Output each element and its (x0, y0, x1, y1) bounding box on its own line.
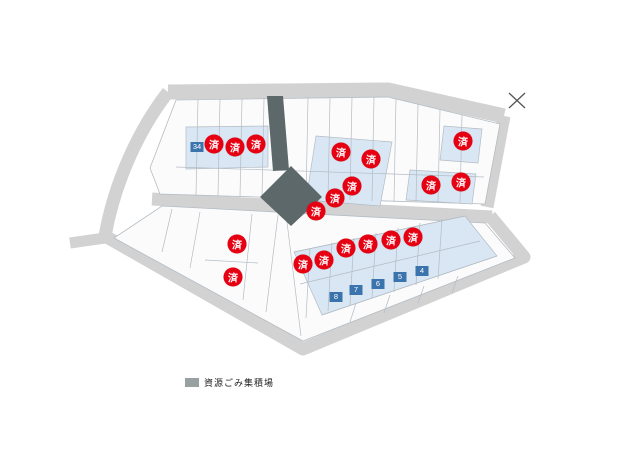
sold-marker: 済 (451, 172, 471, 192)
sold-marker: 済 (361, 149, 381, 169)
sold-marker: 済 (336, 238, 356, 258)
lot-number-badge: 8 (329, 292, 343, 302)
lot-number-badge: 5 (393, 272, 407, 282)
sold-marker: 済 (223, 267, 243, 287)
sold-marker: 済 (421, 175, 441, 195)
sold-marker: 済 (325, 188, 345, 208)
sold-marker: 済 (227, 234, 247, 254)
sold-marker: 済 (381, 230, 401, 250)
legend-swatch (185, 378, 199, 387)
sold-marker: 済 (342, 176, 362, 196)
sold-marker: 済 (331, 142, 351, 162)
sold-marker: 済 (358, 234, 378, 254)
sold-marker: 済 (225, 137, 245, 157)
north-mark-icon (508, 92, 526, 109)
lot-number-badge: 4 (415, 266, 429, 276)
lot-number-badge: 7 (349, 285, 363, 295)
lot-number-badge: 34 (190, 142, 204, 152)
legend-label: 資源ごみ集積場 (204, 378, 275, 388)
sold-marker: 済 (246, 134, 266, 154)
legend: 資源ごみ集積場 (185, 376, 274, 389)
sold-marker: 済 (403, 227, 423, 247)
sold-marker: 済 (306, 201, 326, 221)
sold-marker: 済 (293, 254, 313, 274)
lot-number-badge: 6 (371, 279, 385, 289)
sold-marker: 済 (453, 131, 473, 151)
sold-marker: 済 (314, 250, 334, 270)
sold-marker: 済 (204, 134, 224, 154)
